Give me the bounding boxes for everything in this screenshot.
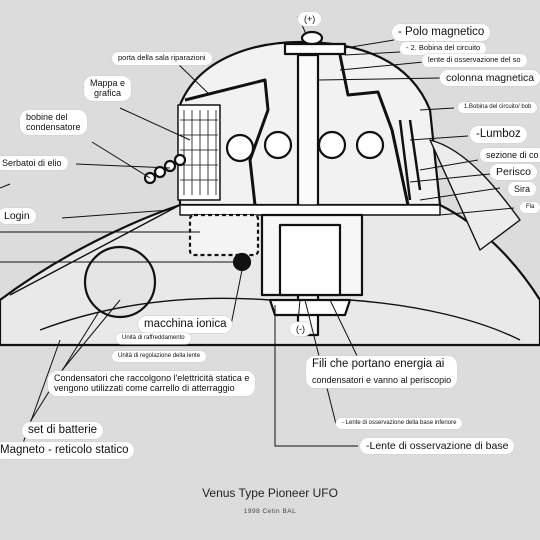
label-grafica: grafica <box>94 88 122 99</box>
label-lumboz: -Lumboz <box>470 126 527 144</box>
label-sezione: sezione di co <box>480 148 540 163</box>
top-pole-ring <box>300 30 324 46</box>
label-set-batterie: set di batterie <box>22 422 104 440</box>
label-fili-line2: condensatori e vanno al periscopio <box>312 375 452 386</box>
periscope <box>398 119 422 201</box>
label-unita-raffreddamento: Unità di raffreddamento <box>116 333 191 344</box>
label-condensatori-line2: vengono utilizzati come carrello di atte… <box>54 383 235 394</box>
dome-brace-left <box>184 78 270 206</box>
label-colonna-magnetica: colonna magnetica <box>440 70 540 87</box>
label-serbatoi-elio: Serbatoi di elio <box>0 156 68 171</box>
label-minus: (-) <box>290 322 311 337</box>
label-bobine-line1: bobine del <box>26 112 68 122</box>
label-lente-base: -Lente di osservazione di base <box>360 438 515 455</box>
deck <box>179 204 441 216</box>
label-condensatori-line1: Condensatori che raccolgono l'elettricit… <box>54 373 250 383</box>
label-bobine-line2: condensatore <box>26 122 81 133</box>
label-magneto: Magneto - reticolo statico <box>0 442 135 460</box>
label-lente-osservazione: lente di osservazione del so <box>422 54 527 67</box>
caption-title: Venus Type Pioneer UFO <box>202 486 338 500</box>
rim-line <box>9 204 181 296</box>
label-macchina-ionica: macchina ionica <box>138 316 233 334</box>
dome-brace-right <box>338 54 410 206</box>
label-mappa-grafica: Mappa e grafica <box>84 76 132 101</box>
label-condensatori: Condensatori che raccolgono l'elettricit… <box>48 371 256 396</box>
porthole-4 <box>355 130 385 160</box>
caption-credit: 1998 Cetin BAL <box>243 508 297 515</box>
label-polo-magnetico: - Polo magnetico <box>392 24 491 42</box>
label-plus: (+) <box>298 12 322 27</box>
label-fili: Fili che portano energia ai condensatori… <box>306 356 458 388</box>
ionic-machine <box>188 213 260 257</box>
top-cap <box>283 42 347 56</box>
label-mappa: Mappa e <box>90 78 126 88</box>
landing-sphere <box>83 245 157 319</box>
porthole-2 <box>263 130 293 160</box>
label-login: Login <box>0 208 36 225</box>
label-lente-base-inferiore: - Lente di osservazione della base infer… <box>336 418 463 429</box>
base-lens <box>268 298 352 317</box>
label-unita-regolazione: Unità di regolazione della lente <box>112 351 207 362</box>
label-fla: Fla <box>520 202 540 213</box>
right-cone <box>429 139 521 251</box>
porthole-1 <box>225 133 255 163</box>
porthole-3 <box>317 130 347 160</box>
label-porta-sala: porta della sala riparazioni <box>112 52 212 65</box>
label-bobina-circuito: - 2. Bobina del circuito <box>400 42 487 55</box>
hatched-wall <box>177 104 221 201</box>
label-fili-line1: Fili che portano energia ai <box>312 358 445 370</box>
label-bobina-circuito-small: 1.Bobina del circuito/ bob <box>458 102 538 113</box>
label-periscopio: Perisco <box>490 164 538 181</box>
label-sira: Sira <box>508 182 537 197</box>
label-bobine-condensatore: bobine del condensatore <box>20 110 87 135</box>
lower-core <box>278 223 342 297</box>
